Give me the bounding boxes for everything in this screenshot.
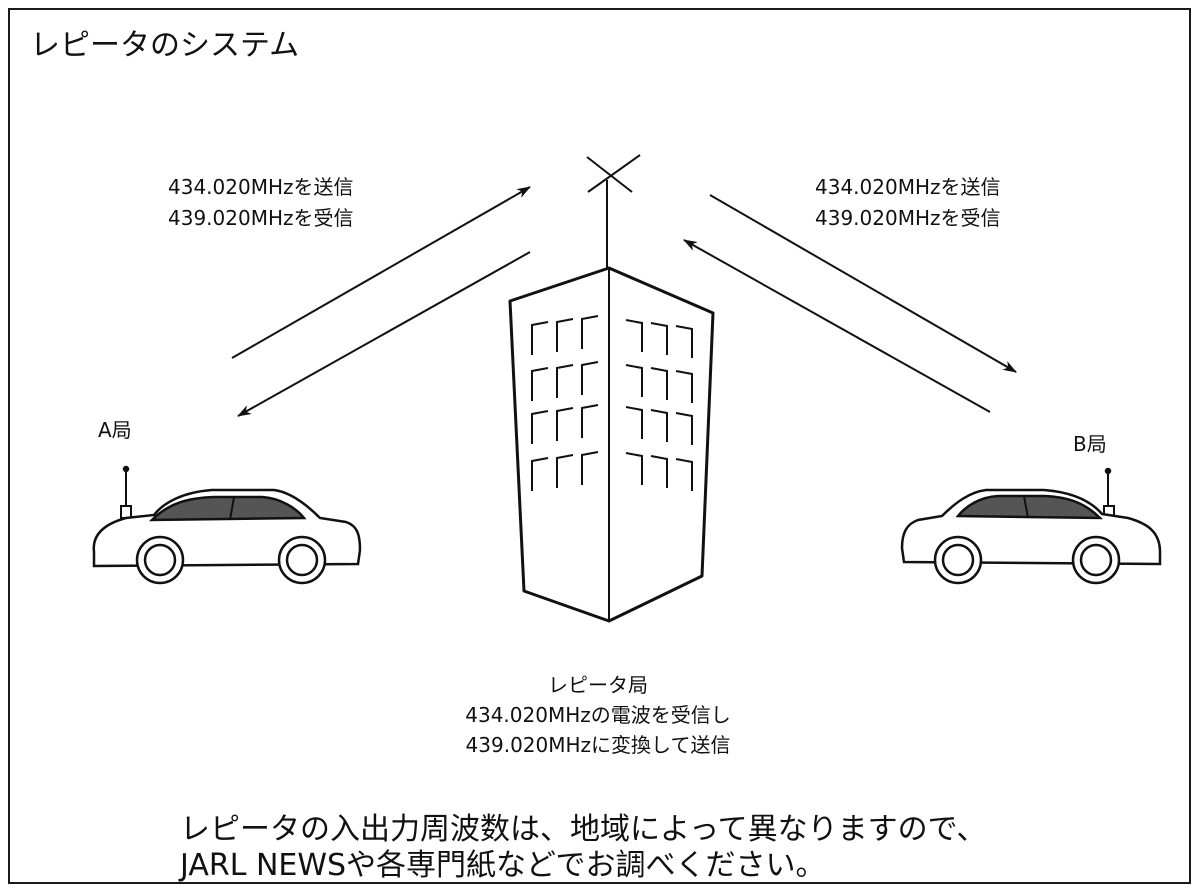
repeater-transmit-line: 439.020MHzに変換して送信 <box>465 733 731 757</box>
window-mark <box>650 322 668 355</box>
window-mark <box>581 451 599 485</box>
right-frequency-label: 434.020MHzを送信 439.020MHzを受信 <box>815 172 1001 234</box>
arrow-icon <box>709 194 1017 373</box>
window-mark <box>650 409 668 442</box>
window-mark <box>581 315 599 349</box>
left-send-freq: 434.020MHzを送信 <box>168 175 354 199</box>
arrow-icon <box>237 251 531 417</box>
car-icon <box>900 467 1162 585</box>
window-mark <box>556 364 574 398</box>
window-mark <box>531 321 549 355</box>
footer-note-line2: JARL NEWSや各専門紙などでお調べください。 <box>180 848 826 883</box>
diagram-title: レピータのシステム <box>30 28 300 63</box>
window-mark <box>581 404 599 438</box>
car-icon <box>92 465 362 585</box>
window-mark <box>531 457 549 491</box>
window-mark <box>556 318 574 352</box>
repeater-name: レピータ局 <box>548 673 648 697</box>
window-mark <box>675 370 693 403</box>
window-mark <box>556 407 574 441</box>
window-mark <box>531 367 549 401</box>
window-mark <box>625 319 643 352</box>
window-mark <box>625 364 643 397</box>
footer-note: レピータの入出力周波数は、地域によって異なりますので、 JARL NEWSや各専… <box>180 812 986 884</box>
arrow-icon <box>683 239 991 413</box>
window-mark <box>625 406 643 439</box>
antenna-icon <box>586 154 641 270</box>
window-mark <box>650 367 668 400</box>
repeater-receive-line: 434.020MHzの電波を受信し <box>465 703 731 727</box>
right-receive-freq: 439.020MHzを受信 <box>815 206 1001 230</box>
window-mark <box>531 410 549 444</box>
window-mark <box>556 454 574 488</box>
window-mark <box>581 361 599 395</box>
left-frequency-label: 434.020MHzを送信 439.020MHzを受信 <box>168 172 354 234</box>
window-mark <box>675 412 693 445</box>
window-mark <box>650 455 668 488</box>
diagram-frame <box>8 8 1191 884</box>
arrow-icon <box>231 186 531 359</box>
left-receive-freq: 439.020MHzを受信 <box>168 206 354 230</box>
footer-note-line1: レピータの入出力周波数は、地域によって異なりますので、 <box>180 812 987 847</box>
window-mark <box>675 458 693 491</box>
station-a-label: A局 <box>98 418 132 442</box>
right-send-freq: 434.020MHzを送信 <box>815 175 1001 199</box>
building-icon <box>508 266 715 623</box>
repeater-caption: レピータ局 434.020MHzの電波を受信し 439.020MHzに変換して送… <box>388 670 808 760</box>
window-mark <box>625 452 643 485</box>
station-b-label: B局 <box>1073 432 1107 456</box>
window-mark <box>675 325 693 358</box>
